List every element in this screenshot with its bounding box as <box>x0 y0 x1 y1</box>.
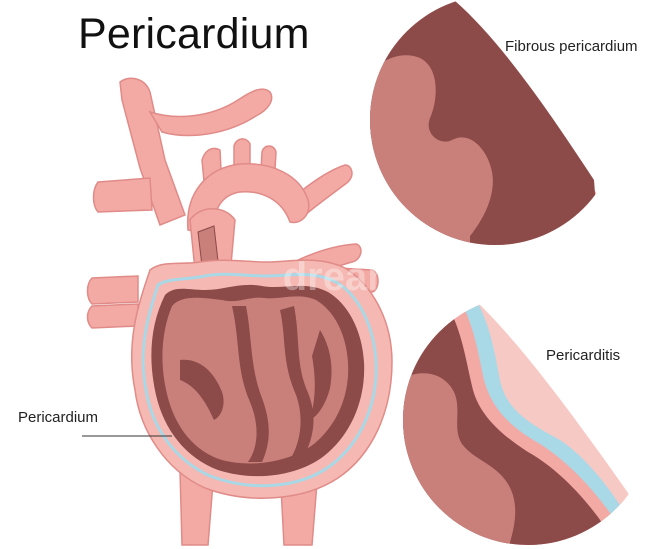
label-fibrous-pericardium: Fibrous pericardium <box>505 38 638 55</box>
heart-illustration <box>88 78 393 545</box>
page-title: Pericardium <box>78 10 310 59</box>
label-pericarditis: Pericarditis <box>546 347 620 364</box>
inset-pericarditis <box>400 290 660 549</box>
watermark-text: dreamstime <box>283 255 508 299</box>
label-pericardium: Pericardium <box>18 409 98 426</box>
